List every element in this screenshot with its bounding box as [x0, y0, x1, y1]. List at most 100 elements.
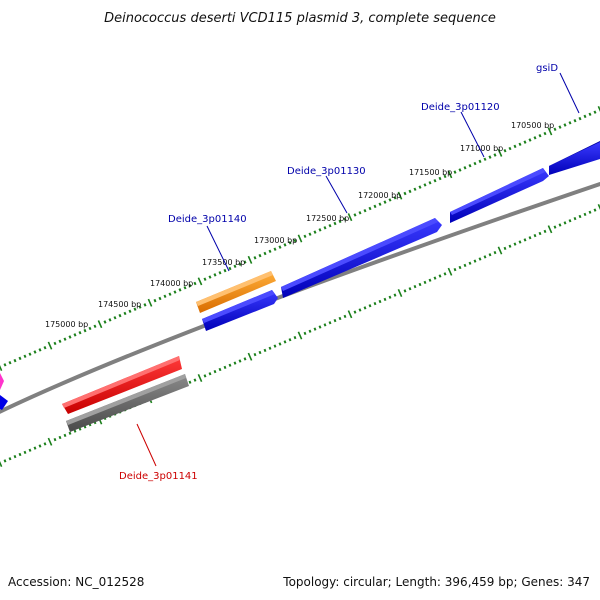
minor-tick: [28, 352, 32, 356]
minor-tick: [408, 189, 412, 194]
minor-tick: [518, 240, 522, 244]
scale-label: 172500 bp: [306, 214, 349, 223]
minor-tick: [573, 216, 577, 221]
scale-label: 171000 bp: [460, 144, 503, 153]
minor-tick: [158, 296, 162, 301]
minor-tick: [63, 433, 67, 438]
minor-tick: [443, 272, 447, 276]
minor-tick: [83, 328, 87, 333]
minor-tick: [123, 311, 127, 316]
minor-tick: [463, 263, 467, 268]
minor-tick: [68, 431, 72, 435]
gene-arrow-magenta-partial[interactable]: [0, 373, 4, 390]
minor-tick: [473, 259, 477, 263]
minor-tick: [578, 116, 582, 121]
minor-tick: [393, 196, 397, 200]
gene-arrow-deide-3p01141[interactable]: [62, 356, 182, 414]
minor-tick: [273, 247, 277, 251]
scale-label: 173000 bp: [254, 236, 297, 245]
scale-label: 175000 bp: [45, 320, 88, 329]
minor-tick: [308, 232, 312, 236]
minor-tick: [68, 335, 72, 339]
minor-tick: [428, 278, 432, 282]
gene-label-deide-3p01141[interactable]: Deide_3p01141: [119, 471, 198, 482]
scale-labels: 175000 bp 174500 bp 174000 bp 173500 bp …: [45, 121, 554, 329]
minor-tick: [388, 295, 392, 299]
minor-tick: [528, 138, 532, 142]
minor-tick: [253, 256, 257, 260]
gene-arrow-blue-small[interactable]: [202, 290, 278, 331]
minor-tick: [28, 448, 32, 452]
minor-tick: [88, 326, 92, 331]
major-tick: [0, 460, 3, 468]
minor-tick: [273, 344, 277, 348]
minor-tick: [333, 221, 337, 226]
minor-tick: [18, 356, 22, 361]
gene-labels: gsiD Deide_3p01120 Deide_3p01130 Deide_3…: [119, 63, 558, 482]
minor-tick: [203, 374, 207, 378]
gene-label-deide-3p01130[interactable]: Deide_3p01130: [287, 166, 366, 177]
minor-tick: [138, 305, 142, 309]
gene-label-deide-3p01120[interactable]: Deide_3p01120: [421, 102, 500, 113]
minor-tick: [13, 358, 17, 363]
minor-tick: [308, 329, 312, 333]
major-tick: [197, 373, 203, 383]
minor-tick: [413, 187, 417, 191]
gene-arrow-blue-partial[interactable]: [0, 395, 8, 410]
minor-tick: [278, 342, 282, 346]
reverse-gene-track: [62, 356, 189, 432]
minor-tick: [288, 241, 292, 245]
minor-tick: [563, 123, 567, 127]
major-tick: [97, 320, 103, 329]
minor-tick: [183, 286, 187, 290]
minor-tick: [538, 231, 542, 236]
gene-label-gsid[interactable]: gsiD: [536, 63, 558, 74]
minor-tick: [243, 260, 247, 264]
minor-tick: [118, 313, 122, 318]
gene-arrow-deide-3p01140[interactable]: [196, 271, 276, 313]
minor-tick: [568, 121, 572, 125]
minor-tick: [263, 251, 267, 256]
minor-tick: [63, 337, 67, 341]
gene-arrow-gsid[interactable]: [549, 141, 600, 175]
minor-tick: [218, 271, 222, 275]
minor-tick: [328, 321, 332, 325]
minor-tick: [318, 228, 322, 232]
minor-tick: [593, 110, 597, 114]
minor-tick: [483, 157, 487, 161]
minor-tick: [583, 114, 587, 119]
minor-tick: [163, 294, 167, 299]
minor-tick: [203, 277, 207, 281]
minor-tick: [258, 253, 262, 258]
outer-tick-ring: [0, 105, 600, 372]
minor-tick: [583, 212, 587, 217]
minor-tick: [353, 310, 357, 314]
minor-tick: [33, 350, 37, 354]
minor-tick: [293, 335, 297, 340]
minor-tick: [438, 274, 442, 278]
gene-arrow-grey[interactable]: [66, 374, 189, 432]
minor-tick: [23, 450, 27, 455]
minor-tick: [343, 314, 347, 319]
gene-arrow-deide-3p01120[interactable]: [450, 168, 549, 223]
minor-tick: [363, 306, 367, 310]
minor-tick: [573, 118, 577, 123]
minor-tick: [168, 292, 172, 296]
minor-tick: [338, 316, 342, 321]
minor-tick: [228, 266, 232, 271]
major-tick: [47, 341, 53, 350]
minor-tick: [508, 146, 512, 151]
minor-tick: [178, 288, 182, 292]
minor-tick: [223, 268, 227, 273]
minor-tick: [3, 459, 7, 463]
map-title: Deinococcus deserti VCD115 plasmid 3, co…: [104, 11, 496, 26]
minor-tick: [408, 287, 412, 291]
minor-tick: [208, 275, 212, 279]
minor-tick: [473, 161, 477, 166]
scale-label: 170500 bp: [511, 121, 554, 130]
major-tick: [347, 310, 353, 319]
minor-tick: [188, 380, 192, 384]
gene-label-deide-3p01140[interactable]: Deide_3p01140: [168, 214, 247, 225]
gene-arrow-deide-3p01130[interactable]: [281, 218, 442, 298]
minor-tick: [338, 219, 342, 224]
